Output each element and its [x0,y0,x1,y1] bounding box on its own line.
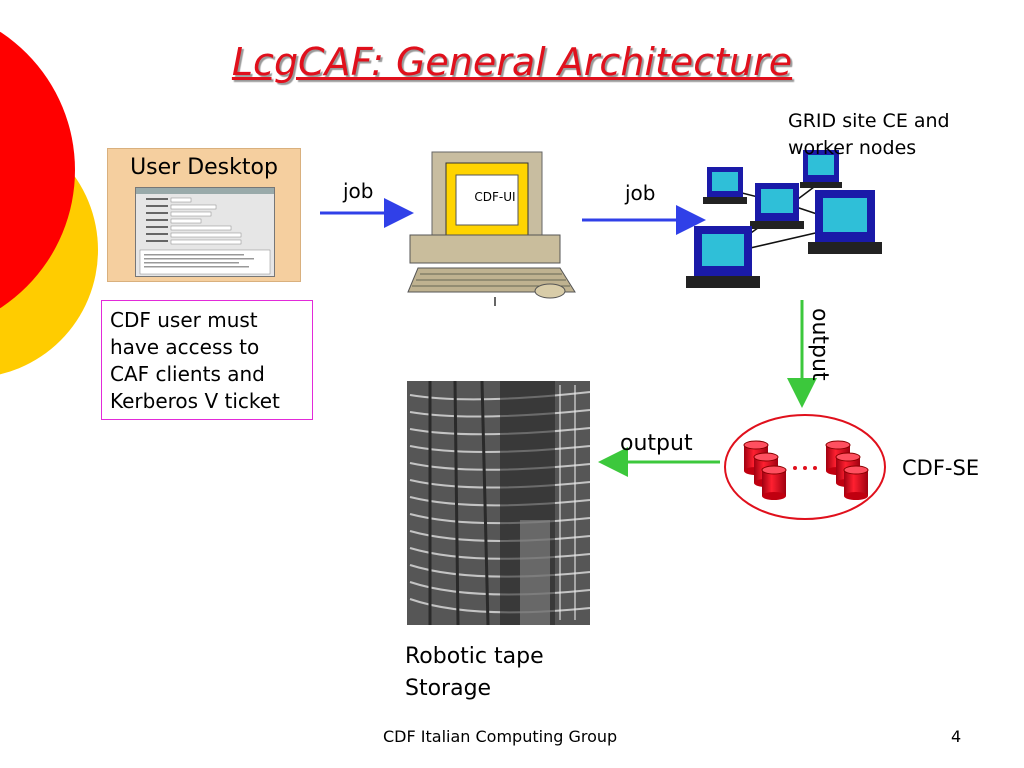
note-line: have access to [110,335,260,359]
grid-label-line: GRID site CE and [788,110,950,132]
grid-worker-nodes-icon [686,150,882,288]
storage-cylinders-icon [743,440,869,500]
output-label-down: output [807,308,832,381]
robotic-tape-storage-image [407,380,591,626]
tape-storage-line: Storage [405,676,492,701]
note-line: CDF user must [110,308,258,332]
tape-storage-line: Robotic tape [405,644,544,669]
page-title: LcgCAF: General Architecture [231,40,793,84]
job-label-1: job [342,179,374,203]
tape-storage-label: Robotic tape Storage [405,641,544,705]
grid-label: GRID site CE and worker nodes [788,108,950,162]
desktop-form-image [136,188,274,275]
user-desktop-label: User Desktop [130,155,278,180]
decorative-circles [0,31,98,375]
job-label-2: job [624,181,656,205]
grid-label-line: worker nodes [788,137,917,159]
footer-text: CDF Italian Computing Group [383,727,618,746]
user-desktop-panel: User Desktop [107,148,301,282]
note-line: CAF clients and [110,362,265,386]
cdf-ui-label: CDF-UI [474,190,515,204]
cdf-se-ellipse [724,414,886,520]
desktop-screenshot [135,187,275,277]
note-line: Kerberos V ticket [110,389,280,413]
page-number: 4 [951,727,962,746]
cdf-ui-computer-icon [407,151,576,306]
note-box: CDF user must have access to CAF clients… [101,300,313,420]
cdf-se-label: CDF-SE [902,456,980,480]
output-label-left: output [620,431,693,456]
